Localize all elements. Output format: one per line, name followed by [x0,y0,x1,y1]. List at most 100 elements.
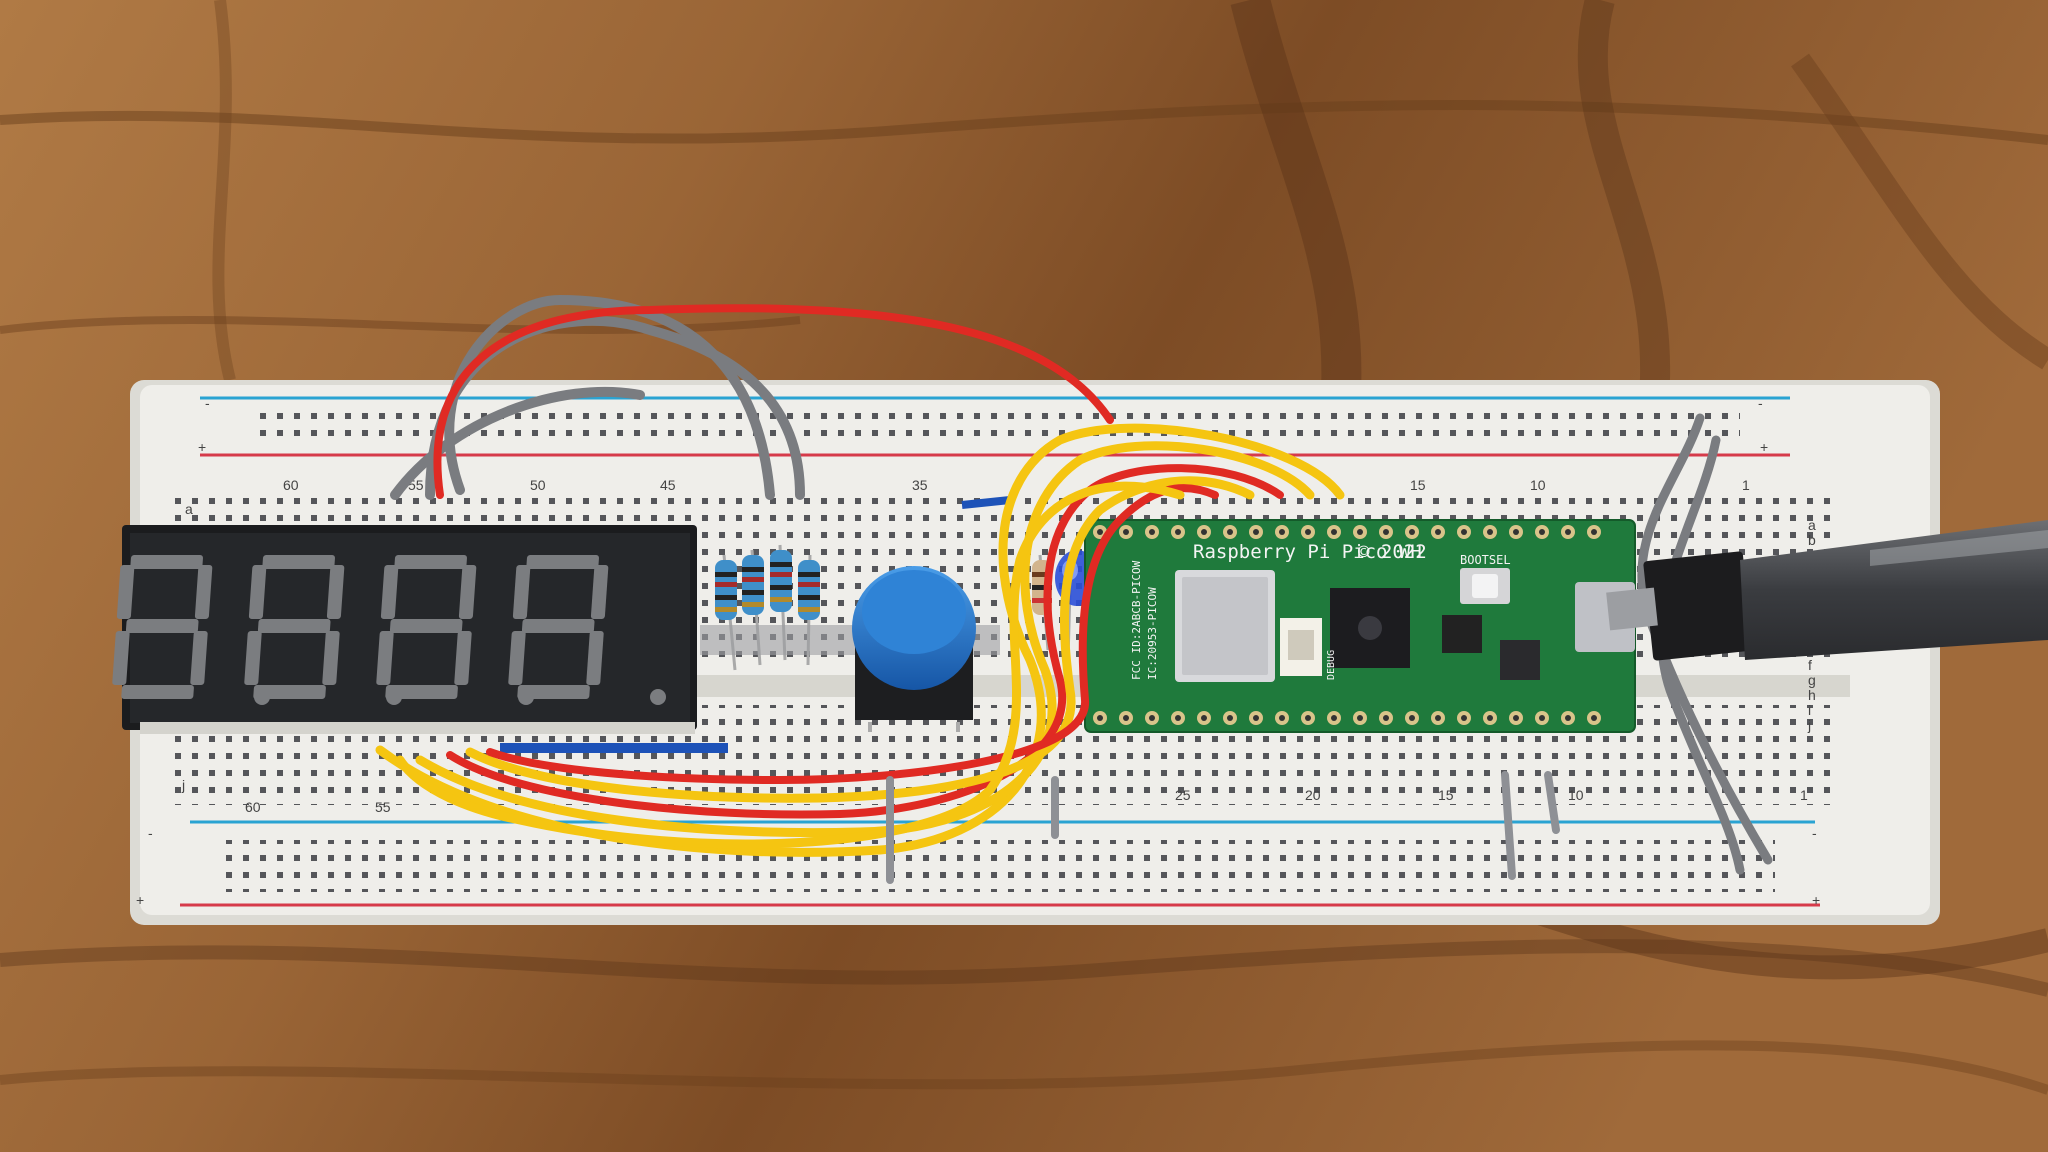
pico-board-name: Raspberry Pi Pico WH [1193,541,1422,563]
pico-pin-hole [1383,715,1389,721]
svg-text:g: g [1808,672,1816,688]
pico-pin-hole [1539,529,1545,535]
resistor-2 [742,549,764,666]
pico-pin-hole [1097,715,1103,721]
digit-4-segment [590,565,609,619]
pico-pin-hole [1461,715,1467,721]
digit-1-segment [112,631,130,685]
svg-text:i: i [1808,702,1811,718]
jumper-pins [886,771,1560,884]
svg-text:a: a [1808,517,1816,533]
digit-4-segment [512,565,531,619]
svg-text:50: 50 [530,477,546,493]
row-letter-left-bottom: j [181,777,185,793]
digit-1-segment [190,631,208,685]
digit-2-segment [262,555,335,569]
svg-text:h: h [1808,687,1816,703]
display-digits [112,555,666,705]
rail-minus-label-right: - [1758,395,1763,411]
pico-pin-hole [1409,529,1415,535]
pico-pin-hole [1383,529,1389,535]
svg-text:25: 25 [1175,787,1191,803]
digit-3-segment [458,565,477,619]
blue-jumper-top [961,496,1011,509]
regulator-chip [1500,640,1540,680]
svg-text:1: 1 [1800,787,1808,803]
svg-text:45: 45 [660,477,676,493]
rail-plus-label-right: + [1760,439,1768,455]
pico-pin-hole [1097,529,1103,535]
svg-text:10: 10 [1530,477,1546,493]
svg-text:60: 60 [283,477,299,493]
pico-pin-hole [1331,715,1337,721]
rail-minus-label: - [205,395,210,411]
top-jumper-wires [390,294,1114,500]
pico-pin-hole [1357,529,1363,535]
pico-bootsel-label: BOOTSEL [1460,553,1511,567]
row-letter-left-top: a [185,501,193,517]
svg-text:15: 15 [1438,787,1454,803]
pico-pin-hole [1461,529,1467,535]
digit-2-segment [244,631,262,685]
digit-2-segment [257,619,331,633]
digit-3-segment [385,685,458,699]
pico-fcc-label: FCC ID:2ABCB-PICOW [1130,560,1143,680]
pico-copyright: © 2022 [1358,541,1427,563]
raspberry-pi-pico: Raspberry Pi Pico WH © 2022 BOOTSEL FCC … [1084,519,1636,733]
digit-4-segment [586,631,604,685]
digit-4-decimal-point [650,689,666,705]
pico-pin-hole [1487,715,1493,721]
digit-3-segment [389,619,463,633]
pico-pin-hole [1435,715,1441,721]
svg-text:f: f [1808,657,1812,673]
signal-wires [375,423,1345,857]
pico-pin-hole [1409,715,1415,721]
bottom-column-numbers: 60 55 25 20 15 10 1 [245,787,1808,815]
pico-pin-hole [1149,529,1155,535]
digit-2-segment [322,631,340,685]
digit-1-segment [130,555,203,569]
pico-pin-hole [1201,529,1207,535]
pico-pin-hole [1513,715,1519,721]
pico-pin-hole [1175,529,1181,535]
digit-2-segment [326,565,345,619]
pico-pin-hole [1435,529,1441,535]
svg-text:b: b [1808,532,1816,548]
digit-4-segment [526,555,599,569]
pico-pin-hole [1279,529,1285,535]
rail-minus-label-bottom-right: - [1812,825,1817,841]
rail-plus-label-bottom: + [136,892,144,908]
pico-pin-hole [1591,529,1597,535]
digit-2-segment [253,685,326,699]
pico-pin-hole [1513,529,1519,535]
push-button [852,566,976,732]
pico-ic-label: IC:20953-PICOW [1146,587,1159,680]
svg-text:15: 15 [1410,477,1426,493]
svg-text:1: 1 [1742,477,1750,493]
pico-pin-hole [1253,715,1259,721]
digit-3-segment [380,565,399,619]
pico-pin-hole [1305,715,1311,721]
digit-4-segment [517,685,590,699]
digit-2-segment [248,565,267,619]
pico-pin-hole [1123,715,1129,721]
rail-minus-label-bottom: - [148,825,153,841]
digit-3-segment [394,555,467,569]
pico-pin-hole [1175,715,1181,721]
digit-1-segment [125,619,199,633]
pico-pin-hole [1539,715,1545,721]
usb-cable [1606,520,2048,661]
svg-text:20: 20 [1305,787,1321,803]
pico-pin-hole [1357,715,1363,721]
digit-1-segment [116,565,135,619]
pico-pin-hole [1253,529,1259,535]
svg-text:55: 55 [375,799,391,815]
pico-pin-hole [1201,715,1207,721]
pico-pin-hole [1305,529,1311,535]
pico-pin-hole [1227,529,1233,535]
digit-3-segment [454,631,472,685]
digit-1-segment [194,565,213,619]
rail-plus-label: + [198,439,206,455]
pico-pin-hole [1123,529,1129,535]
